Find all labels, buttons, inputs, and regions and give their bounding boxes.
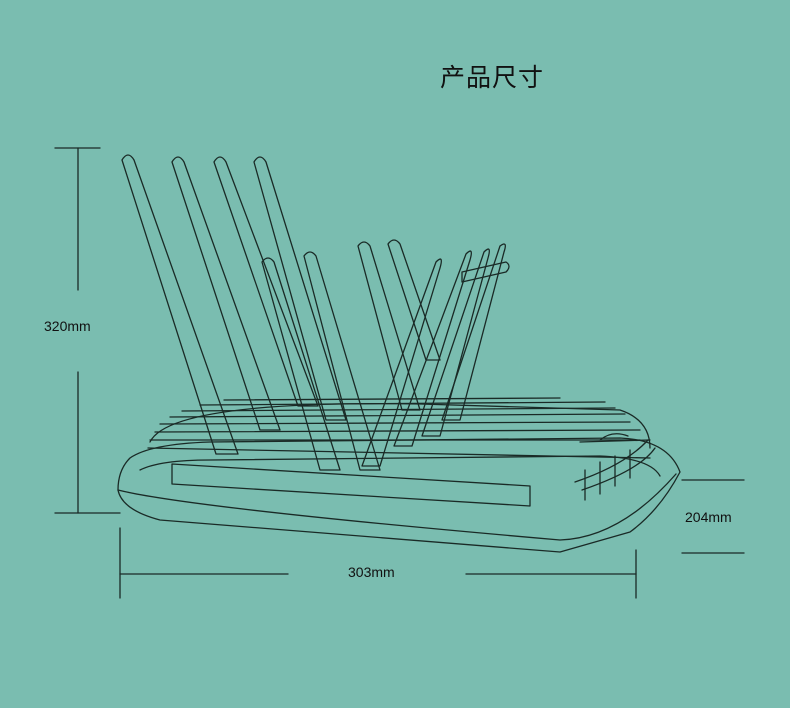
bottle-pegs (121, 154, 510, 471)
grill-slats (147, 397, 656, 501)
tray-base (117, 437, 681, 553)
height-dimension-label: 320mm (44, 318, 91, 334)
width-dimension-label: 303mm (348, 564, 395, 580)
width-dimension-line (119, 527, 637, 599)
page-title: 产品尺寸 (440, 63, 545, 92)
height-dimension-line (54, 147, 121, 514)
depth-dimension-line (681, 479, 745, 554)
depth-dimension-label: 204mm (685, 509, 732, 525)
